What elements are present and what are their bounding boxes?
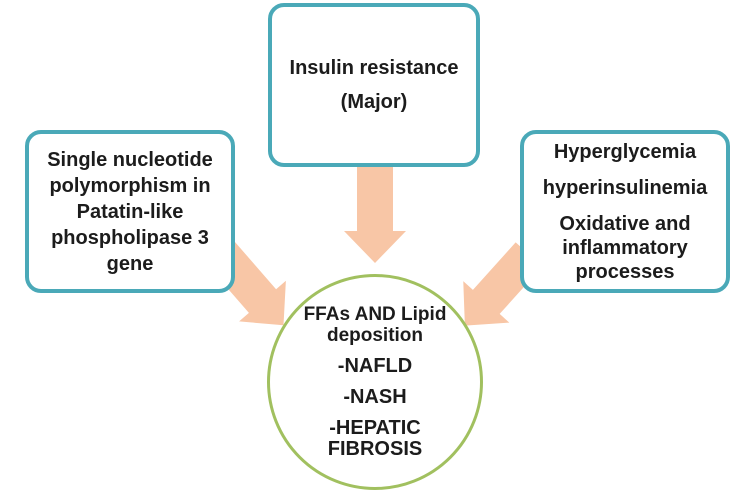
box-text-paragraph: hyperinsulinemia — [542, 176, 708, 199]
down-arrow-icon — [344, 167, 406, 263]
circle-heading-line: FFAs AND Lipid — [303, 304, 447, 325]
box-text-line: gene — [106, 252, 154, 275]
box-text-line: (Major) — [340, 91, 408, 113]
box-text-paragraph: Hyperglycemia — [553, 140, 697, 163]
box-text-line: polymorphism in — [49, 174, 211, 197]
box-insulin-resistance: Insulin resistance (Major) — [268, 3, 480, 167]
box-text-line: Patatin-like — [76, 200, 184, 223]
circle-heading-line: deposition — [326, 325, 424, 346]
circle-heading: FFAs AND Lipid deposition — [304, 304, 447, 346]
circle-item-hepatic-fibrosis: -HEPATIC FIBROSIS — [327, 417, 423, 460]
box-text-line: Single nucleotide — [47, 148, 213, 171]
box-text-line: Insulin resistance — [289, 57, 459, 79]
circle-ffa-lipid-deposition: FFAs AND Lipid deposition -NAFLD -NASH -… — [267, 274, 483, 490]
box-snp-pnpla3: Single nucleotide polymorphism in Patati… — [25, 130, 235, 293]
box-text-line: phospholipase 3 — [51, 226, 209, 249]
circle-item-nash: -NASH — [343, 386, 407, 408]
box-hyperglycemia: Hyperglycemia hyperinsulinemia Oxidative… — [520, 130, 730, 293]
box-text-paragraph: Oxidative and inflammatory processes — [559, 212, 691, 283]
circle-item-nafld: -NAFLD — [337, 355, 413, 377]
